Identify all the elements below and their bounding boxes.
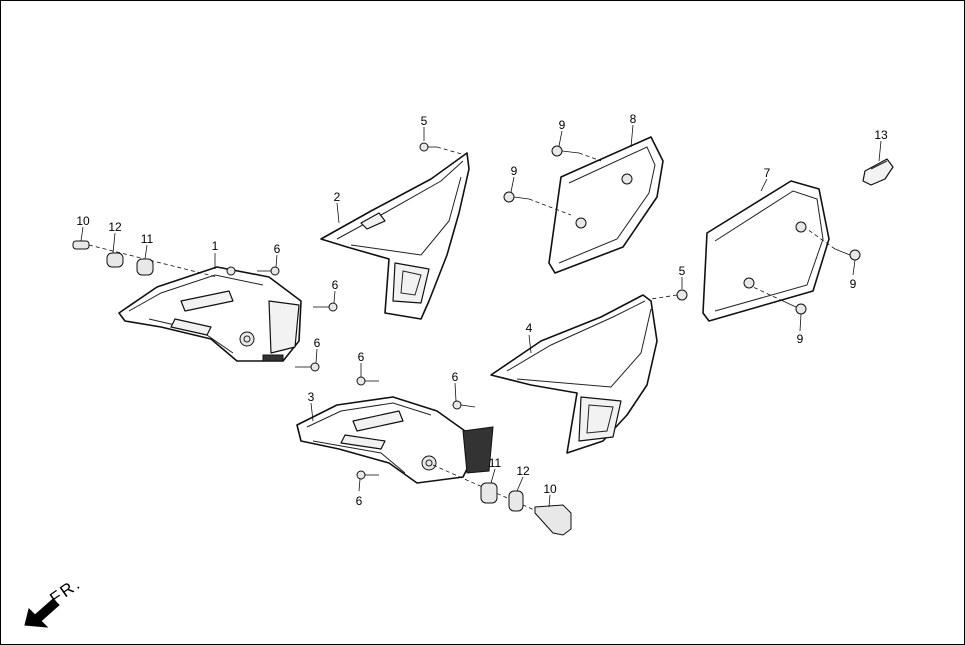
- callout-11-b: 11: [489, 456, 502, 470]
- screw-6-d: [356, 376, 379, 386]
- hardware-stack-left: [72, 240, 218, 278]
- callout-6-e: 6: [452, 370, 459, 384]
- part-3-right-lower-cover: [296, 396, 494, 484]
- screw-6-e: [452, 400, 476, 410]
- callout-10-a: 10: [76, 214, 90, 228]
- callout-1: 1: [212, 239, 219, 253]
- screw-5-upper: [419, 142, 466, 156]
- callout-6-a: 6: [274, 242, 281, 256]
- callout-10-b: 10: [543, 482, 557, 496]
- callout-12-a: 12: [108, 220, 122, 234]
- callout-9-d: 9: [797, 332, 804, 346]
- callout-12-b: 12: [516, 464, 530, 478]
- callout-2: 2: [334, 190, 341, 204]
- callout-4: 4: [526, 321, 533, 335]
- callout-9-b: 9: [511, 164, 518, 178]
- callout-11-a: 11: [141, 232, 154, 246]
- callout-5-lower: 5: [679, 264, 686, 278]
- bolt-9-a: [551, 145, 602, 162]
- part-13-clip: [862, 158, 894, 186]
- callout-5-upper: 5: [421, 114, 428, 128]
- front-direction-indicator: FR.: [24, 574, 85, 628]
- part-8-left-rear-cover: [548, 136, 664, 274]
- screw-5-lower: [650, 289, 688, 301]
- callout-7: 7: [764, 166, 771, 180]
- callout-6-c: 6: [314, 336, 321, 350]
- bolt-9-c: [806, 228, 861, 261]
- callout-6-b: 6: [332, 278, 339, 292]
- bolt-9-b: [503, 191, 572, 216]
- screw-6-f: [356, 470, 379, 480]
- screw-6-a: [257, 266, 280, 276]
- callout-13: 13: [874, 128, 888, 142]
- callout-leaders: [80, 124, 882, 508]
- callout-numbers: 1 2 3 4 5 5 6 6 6 6 6 6 7 8 9 9 9 9 10 1…: [76, 112, 888, 508]
- callout-9-c: 9: [850, 277, 857, 291]
- screw-6-c: [295, 362, 320, 372]
- front-arrow-icon: [24, 598, 60, 628]
- callout-3: 3: [308, 390, 315, 404]
- callout-9-a: 9: [559, 118, 566, 132]
- callout-6-d: 6: [358, 350, 365, 364]
- part-1-left-lower-cover: [118, 266, 302, 362]
- callout-6-f: 6: [356, 494, 363, 508]
- hardware-stack-right: [432, 464, 572, 536]
- part-7-right-rear-cover: [702, 180, 830, 322]
- part-4-right-upper-panel: [490, 294, 658, 454]
- part-2-left-upper-panel: [320, 152, 470, 320]
- screw-6-b: [313, 302, 338, 312]
- callout-8: 8: [630, 112, 637, 126]
